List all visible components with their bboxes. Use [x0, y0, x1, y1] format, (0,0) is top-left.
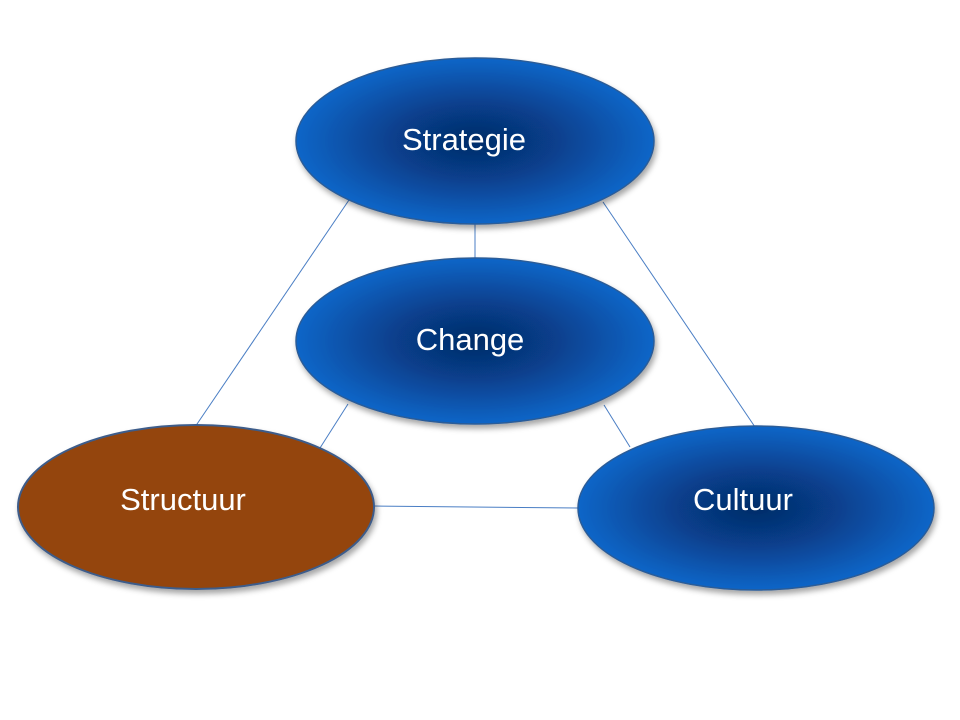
connector-strategie-cultuur — [602, 201, 756, 428]
connector-change-cultuur — [603, 404, 631, 448]
node-structuur-shape — [17, 424, 375, 590]
node-change[interactable]: Change — [295, 257, 655, 425]
node-strategie-label: Strategie — [402, 122, 526, 157]
node-change-label: Change — [416, 322, 525, 357]
connector-strategie-structuur — [194, 199, 350, 428]
node-strategie-shape — [295, 57, 655, 225]
node-cultuur-label: Cultuur — [693, 482, 793, 517]
node-cultuur-shape — [577, 425, 935, 591]
connectors — [194, 199, 756, 509]
node-structuur-label: Structuur — [120, 482, 246, 517]
node-strategie[interactable]: Strategie — [295, 57, 655, 225]
connector-structuur-cultuur — [373, 505, 579, 509]
node-change-shape — [295, 257, 655, 425]
node-cultuur[interactable]: Cultuur — [577, 425, 935, 591]
connector-change-structuur — [319, 403, 349, 449]
node-structuur[interactable]: Structuur — [17, 424, 375, 590]
